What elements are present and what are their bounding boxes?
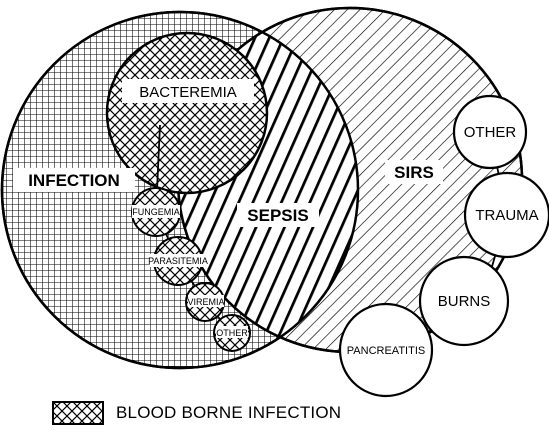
blood-other-label: OTHER: [216, 328, 248, 338]
burns-circle: [418, 255, 510, 347]
burns-label: BURNS: [438, 293, 491, 310]
sirs-label: SIRS: [394, 163, 434, 182]
legend-swatch: [52, 401, 104, 425]
sirs-other-circle: [452, 94, 528, 170]
pancreatitis-label: PANCREATITIS: [347, 345, 425, 357]
parasitemia-label: PARASITEMIA: [148, 256, 208, 266]
bacteremia-label: BACTEREMIA: [139, 84, 237, 101]
trauma-label: TRAUMA: [475, 207, 538, 224]
pancreatitis-circle: [338, 302, 434, 398]
bacteremia-circle: [105, 31, 269, 195]
sirs-other-label: OTHER: [464, 124, 517, 141]
infection-label: INFECTION: [28, 171, 120, 190]
legend: BLOOD BORNE INFECTION: [52, 398, 341, 428]
viremia-label: VIREMIA: [187, 297, 224, 307]
trauma-circle: [463, 171, 549, 259]
fungemia-label: FUNGEMIA: [132, 207, 180, 217]
legend-label: BLOOD BORNE INFECTION: [116, 403, 342, 422]
sepsis-label: SEPSIS: [247, 206, 308, 225]
